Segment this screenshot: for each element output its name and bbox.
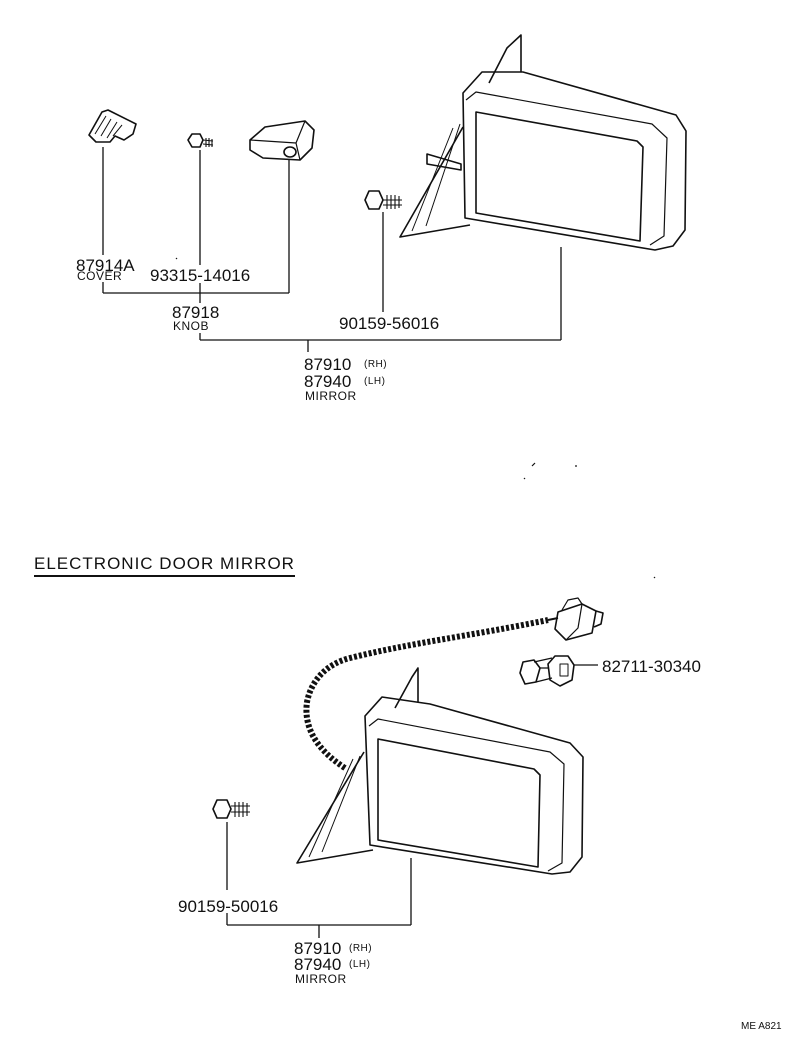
bolt-part-upper (364, 190, 402, 210)
mirror-lh-suffix-lower: (LH) (349, 959, 371, 970)
screw-part-number: 93315-14016 (150, 266, 251, 285)
mirror-name-lower: MIRROR (295, 972, 347, 986)
mirror-lh-suffix-upper: (LH) (364, 376, 386, 387)
cover-part (88, 109, 137, 143)
mirror-name-upper: MIRROR (305, 389, 357, 403)
leader-lines-lower (226, 822, 412, 938)
knob-part (249, 120, 315, 161)
diagram-code: ME A821 (741, 1021, 782, 1032)
screw-part (187, 133, 214, 148)
knob-name: KNOB (173, 319, 210, 333)
bolt-part-number-upper: 90159-56016 (339, 314, 440, 333)
mirror-rh-part-number-lower: 87910 (294, 939, 342, 958)
mirror-lh-part-number-lower: 87940 (294, 955, 342, 974)
knob-part-number: 87918 (172, 303, 220, 322)
bolt-part-number-lower: 90159-50016 (178, 897, 279, 916)
wire-harness (303, 597, 604, 771)
mirror-assembly-upper (399, 34, 687, 251)
clamp-part-number: 82711-30340 (602, 657, 701, 676)
specks (175, 257, 656, 579)
mirror-assembly-lower (296, 667, 584, 875)
mirror-rh-suffix-lower: (RH) (349, 943, 373, 954)
mirror-rh-suffix-upper: (RH) (364, 359, 388, 370)
clamp-part (519, 655, 598, 687)
mirror-lh-part-number-upper: 87940 (304, 372, 352, 391)
leader-lines-upper (102, 147, 562, 352)
section-title: ELECTRONIC DOOR MIRROR (34, 554, 295, 577)
mirror-rh-part-number-upper: 87910 (304, 355, 352, 374)
cover-part-number: 87914A (76, 256, 135, 275)
bolt-part-lower (212, 799, 250, 819)
cover-name: COVER (77, 269, 123, 283)
